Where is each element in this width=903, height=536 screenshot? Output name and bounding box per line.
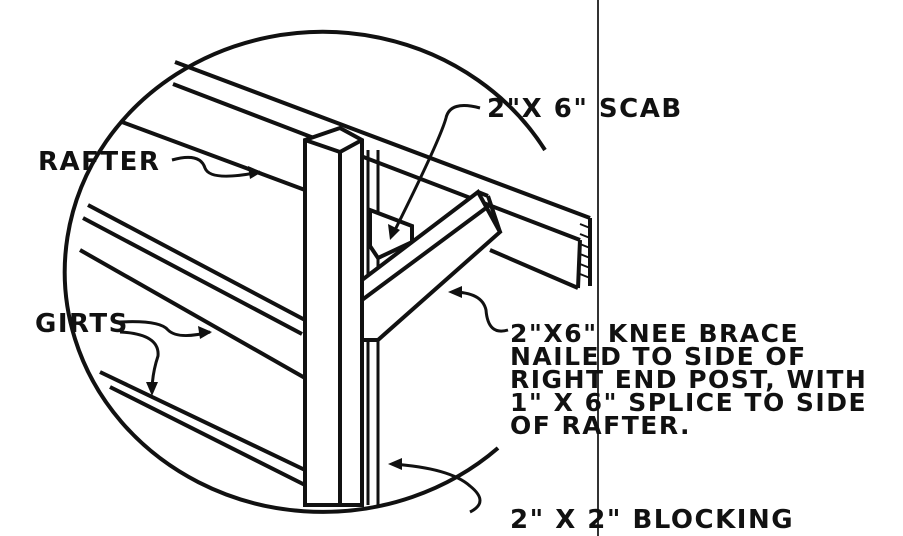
scab-label: 2"X 6" SCAB xyxy=(487,94,683,124)
knee-brace-line-4: 1" X 6" SPLICE TO SIDE xyxy=(510,388,868,417)
detail-circle xyxy=(62,29,547,514)
blocking-label: 2" X 2" BLOCKING xyxy=(510,505,795,535)
arrow-heads xyxy=(146,166,462,470)
knee-brace-line-5: OF RAFTER. xyxy=(510,411,692,440)
knee-brace-line-1: 2"X6" KNEE BRACE xyxy=(510,319,800,348)
girts-members xyxy=(79,203,306,487)
girts-label: GIRTS xyxy=(35,309,129,339)
end-post xyxy=(303,125,364,507)
knee-brace-member xyxy=(360,189,503,342)
leader-lines xyxy=(119,104,509,514)
knee-brace-line-3: RIGHT END POST, WITH xyxy=(510,365,868,394)
knee-brace-label: 2"X6" KNEE BRACE NAILED TO SIDE OF RIGHT… xyxy=(510,319,868,440)
knee-brace-line-2: NAILED TO SIDE OF xyxy=(510,342,807,371)
rafter-end-hatching xyxy=(579,223,591,279)
rafter-label: RAFTER xyxy=(38,147,161,177)
